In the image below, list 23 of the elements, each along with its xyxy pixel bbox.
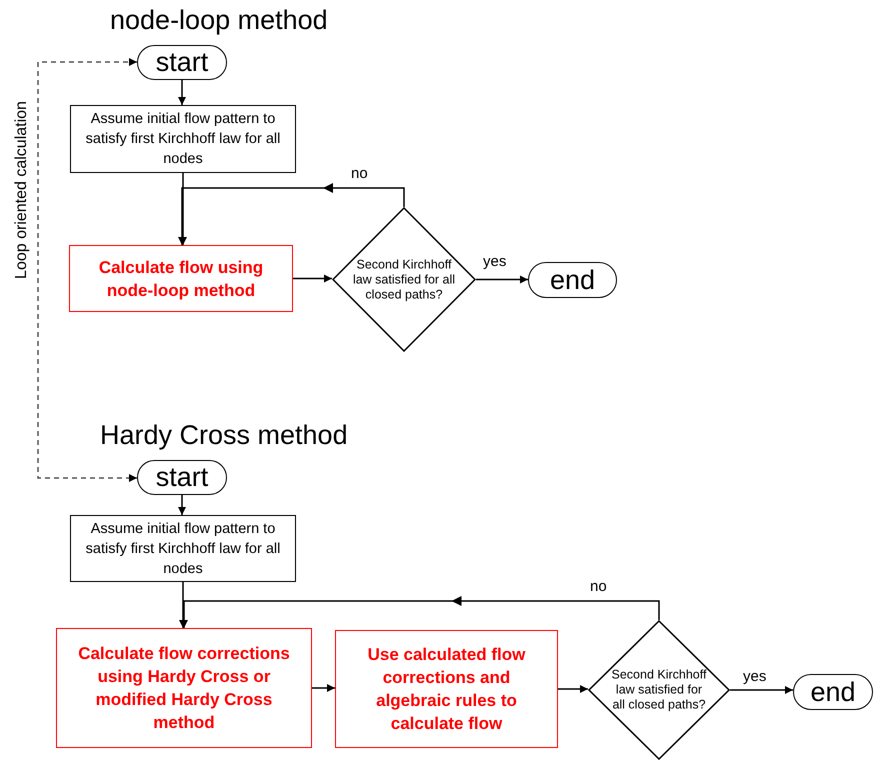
- decision-text: Second Kirchhoff law satisfied for all closed paths?: [352, 257, 456, 302]
- decision-text: Second Kirchhoff law satisfied for all closed paths?: [610, 668, 708, 712]
- section-title: node-loop method: [110, 4, 328, 36]
- arrow: [558, 685, 588, 693]
- arrow: [178, 183, 405, 245]
- process-box: Assume initial flow pattern to satisfy first Kirchhoff law for all nodes: [70, 515, 296, 582]
- process-box: Calculate flow corrections using Hardy Cross or modified Hardy Cross method: [56, 628, 312, 748]
- arrow: [293, 274, 332, 282]
- terminal-pill: end: [793, 674, 873, 710]
- process-box: Calculate flow using node-loop method: [69, 245, 293, 312]
- terminal-pill: start: [137, 460, 227, 495]
- terminal-pill: end: [528, 262, 617, 298]
- process-box: Assume initial flow pattern to satisfy first Kirchhoff law for all nodes: [70, 105, 296, 173]
- arrow: [37, 58, 137, 482]
- process-box: Use calculated flow corrections and algebraic rules to calculate flow: [335, 630, 558, 748]
- arrow: [178, 80, 186, 105]
- arrow: [476, 276, 528, 284]
- terminal-pill: start: [137, 45, 227, 80]
- arrow: [730, 686, 793, 694]
- arrow: [179, 582, 187, 628]
- arrow: [178, 495, 186, 515]
- section-title: Hardy Cross method: [100, 419, 348, 451]
- arrow: [312, 684, 335, 692]
